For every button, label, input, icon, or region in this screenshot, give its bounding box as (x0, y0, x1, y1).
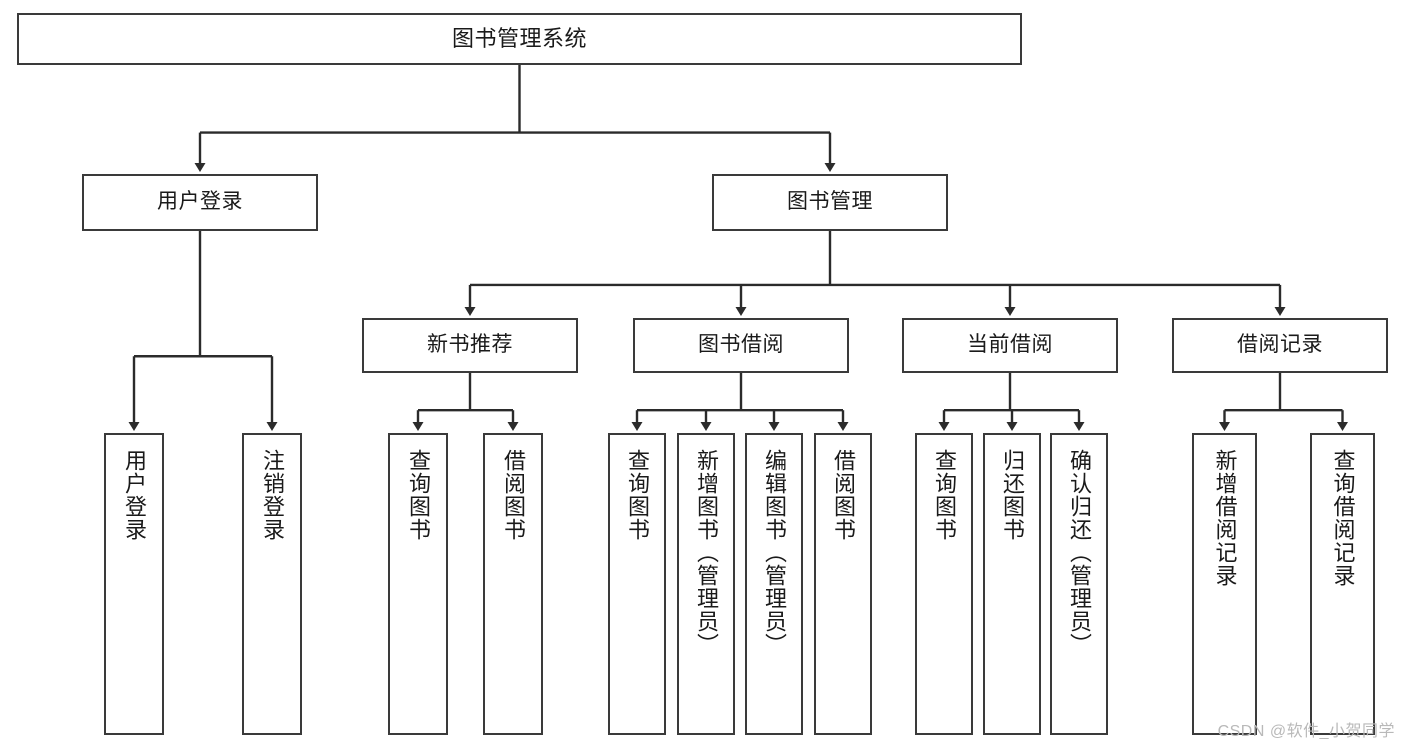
node-leaf-add-record-label: 新增借阅记录 (1212, 449, 1238, 587)
node-root-label: 图书管理系统 (451, 26, 587, 52)
node-leaf-query-book-c[interactable]: 查询图书 (915, 433, 973, 735)
node-leaf-edit-book[interactable]: 编辑图书（管理员） (745, 433, 803, 735)
node-borrow-record[interactable]: 借阅记录 (1172, 318, 1388, 373)
node-leaf-borrow-book-b[interactable]: 借阅图书 (814, 433, 872, 735)
node-current-borrow[interactable]: 当前借阅 (902, 318, 1118, 373)
node-book-borrow-label: 图书借阅 (698, 333, 784, 357)
node-current-borrow-label: 当前借阅 (967, 333, 1053, 357)
node-leaf-borrow-book-b-label: 借阅图书 (831, 449, 856, 541)
node-leaf-return-book-label: 归还图书 (1000, 449, 1025, 541)
node-leaf-borrow-book-a-label: 借阅图书 (501, 449, 526, 541)
node-new-book-rec[interactable]: 新书推荐 (362, 318, 578, 373)
node-leaf-query-book-b[interactable]: 查询图书 (608, 433, 666, 735)
node-borrow-record-label: 借阅记录 (1237, 333, 1323, 357)
node-leaf-user-login[interactable]: 用户登录 (104, 433, 164, 735)
node-leaf-query-record-label: 查询借阅记录 (1330, 449, 1356, 587)
node-user-login[interactable]: 用户登录 (82, 174, 318, 231)
node-root[interactable]: 图书管理系统 (17, 13, 1022, 65)
node-leaf-query-book-a-label: 查询图书 (406, 449, 431, 541)
node-leaf-query-record[interactable]: 查询借阅记录 (1310, 433, 1375, 735)
node-user-login-label: 用户登录 (157, 190, 243, 214)
node-leaf-edit-book-label: 编辑图书（管理员） (762, 449, 787, 656)
node-leaf-return-book[interactable]: 归还图书 (983, 433, 1041, 735)
node-leaf-add-record[interactable]: 新增借阅记录 (1192, 433, 1257, 735)
node-leaf-query-book-a[interactable]: 查询图书 (388, 433, 448, 735)
node-new-book-rec-label: 新书推荐 (427, 333, 513, 357)
node-leaf-query-book-c-label: 查询图书 (932, 449, 957, 541)
node-leaf-user-logout[interactable]: 注销登录 (242, 433, 302, 735)
node-leaf-add-book[interactable]: 新增图书（管理员） (677, 433, 735, 735)
node-book-borrow[interactable]: 图书借阅 (633, 318, 849, 373)
node-leaf-user-logout-label: 注销登录 (260, 449, 285, 541)
node-leaf-add-book-label: 新增图书（管理员） (694, 449, 719, 656)
node-leaf-user-login-label: 用户登录 (122, 449, 147, 541)
node-leaf-confirm-return[interactable]: 确认归还（管理员） (1050, 433, 1108, 735)
node-book-manage-label: 图书管理 (787, 190, 873, 214)
node-leaf-confirm-return-label: 确认归还（管理员） (1067, 449, 1092, 656)
node-leaf-query-book-b-label: 查询图书 (625, 449, 650, 541)
node-book-manage[interactable]: 图书管理 (712, 174, 948, 231)
node-leaf-borrow-book-a[interactable]: 借阅图书 (483, 433, 543, 735)
